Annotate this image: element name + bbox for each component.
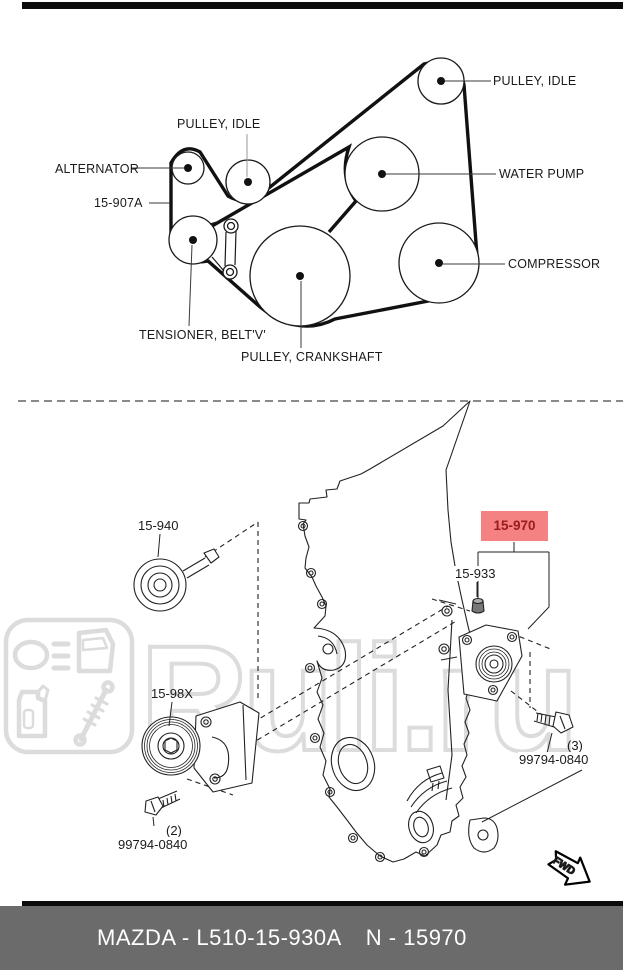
- footer-bar: [0, 906, 623, 970]
- tensioner-assembly-15-98X: [141, 701, 260, 793]
- label-belt-15-907A: 15-907A: [94, 196, 143, 210]
- watermark-logo-icon: [3, 617, 135, 755]
- pulley-center-dots: [184, 77, 445, 280]
- idler-pulley-15-940: [133, 548, 220, 612]
- label-15-940: 15-940: [138, 518, 179, 533]
- top-border: [22, 2, 623, 9]
- label-alternator: ALTERNATOR: [55, 162, 139, 176]
- label-qty-3: (3): [567, 738, 583, 753]
- footer-brand-part: MAZDA - L510-15-930A: [97, 925, 342, 950]
- tensioner-kit-15-970: [458, 624, 523, 702]
- footer-caption: MAZDA - L510-15-930A N - 15970: [97, 925, 467, 951]
- footer-border: [22, 901, 623, 906]
- label-bolt-right: 99794-0840: [518, 752, 590, 767]
- fwd-arrow-icon: FWD: [547, 850, 591, 886]
- belt-routing-diagram: [131, 57, 505, 348]
- belt-diagram-leaders: [131, 80, 505, 348]
- label-water-pump: WATER PUMP: [499, 167, 585, 181]
- label-compressor: COMPRESSOR: [508, 257, 601, 271]
- label-bolt-left: 99794-0840: [117, 837, 189, 852]
- exploded-parts-diagram: FWD: [133, 400, 591, 886]
- label-crankshaft: PULLEY, CRANKSHAFT: [241, 350, 383, 364]
- label-15-933: 15-933: [454, 566, 497, 581]
- label-pulley-idle-right: PULLEY, IDLE: [493, 74, 577, 88]
- engine-front-cover: [297, 400, 499, 863]
- label-qty-2: (2): [166, 823, 182, 838]
- bolt-right: [533, 711, 574, 734]
- label-pulley-idle-left: PULLEY, IDLE: [177, 117, 261, 131]
- footer-number: N - 15970: [365, 925, 467, 950]
- label-tensioner: TENSIONER, BELT'V': [139, 328, 266, 342]
- label-15-98X: 15-98X: [151, 686, 193, 701]
- bolt-left: [144, 790, 181, 816]
- highlighted-part-15-970: 15-970: [481, 511, 548, 541]
- plug-15-933: [471, 597, 485, 614]
- parts-leader-lines: [152, 533, 583, 827]
